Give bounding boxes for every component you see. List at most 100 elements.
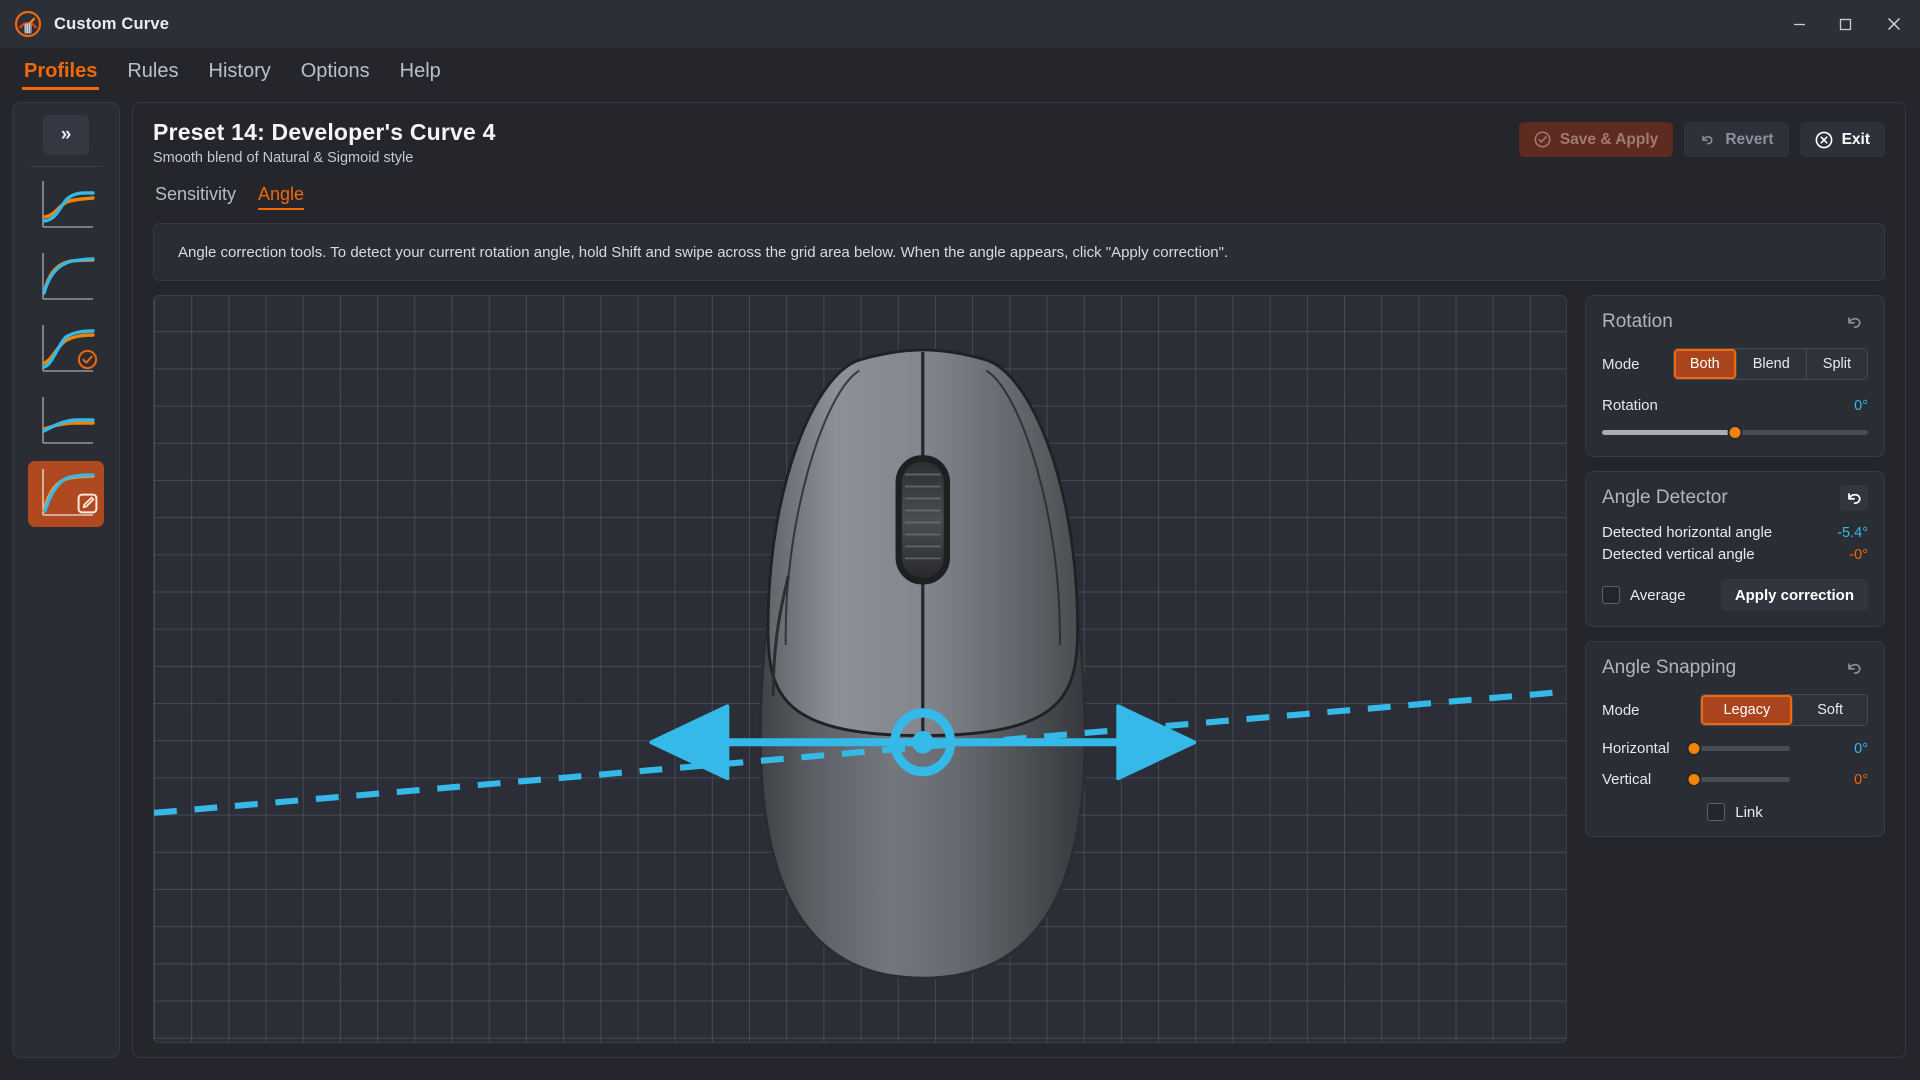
snapping-vertical-track (1690, 777, 1790, 782)
close-circle-icon (1815, 131, 1832, 148)
average-checkbox[interactable] (1602, 586, 1620, 604)
check-circle-icon (1534, 131, 1551, 148)
snapping-reset-icon[interactable] (1840, 655, 1868, 681)
tab-angle[interactable]: Angle (258, 184, 305, 210)
menu-item-rules[interactable]: Rules (127, 60, 179, 82)
rotation-mode-both[interactable]: Both (1673, 349, 1737, 379)
average-row: Average Apply correction (1602, 579, 1868, 611)
snapping-vertical-label: Vertical (1602, 771, 1652, 788)
menu-item-help[interactable]: Help (399, 60, 441, 82)
rotation-slider-fill (1602, 429, 1735, 435)
revert-button[interactable]: Revert (1684, 122, 1789, 157)
window-title: Custom Curve (54, 14, 170, 33)
info-banner: Angle correction tools. To detect your c… (153, 223, 1885, 281)
section-tabs: Sensitivity Angle (153, 184, 1885, 210)
revert-label: Revert (1725, 130, 1774, 148)
apply-correction-label: Apply correction (1734, 586, 1854, 604)
content-area: Rotation Mode Both (153, 295, 1885, 1043)
undo-arrow-icon (1702, 135, 1713, 145)
snapping-vertical-value: 0° (1854, 771, 1868, 788)
link-row: Link (1602, 803, 1868, 821)
rotation-mode-split[interactable]: Split (1806, 349, 1867, 379)
close-button[interactable] (1868, 0, 1920, 48)
angle-detector-panel: Angle Detector Detected horizontal angle… (1585, 471, 1885, 627)
snapping-horizontal-track (1690, 746, 1790, 751)
rotation-value-row: Rotation 0° (1602, 397, 1868, 414)
rotation-panel: Rotation Mode Both (1585, 295, 1885, 457)
exit-label: Exit (1841, 130, 1870, 148)
center-marker (890, 708, 956, 777)
snapping-panel-title: Angle Snapping (1602, 657, 1737, 678)
rotation-value: 0° (1854, 397, 1868, 414)
curve-sidebar: » (12, 102, 120, 1058)
rotation-reset-icon[interactable] (1840, 309, 1868, 335)
sidebar-expand-icon[interactable]: » (43, 115, 89, 155)
mouse-and-angle-overlay (154, 348, 1566, 980)
detected-horizontal-row: Detected horizontal angle -5.4° (1602, 524, 1868, 541)
angle-grid-stage[interactable] (153, 295, 1567, 1043)
snapping-mode-label: Mode (1602, 701, 1640, 719)
curve-thumb-3[interactable] (28, 317, 104, 383)
minimize-button[interactable] (1776, 0, 1822, 48)
detector-reset-icon[interactable] (1840, 485, 1868, 511)
snapping-horizontal-row: Horizontal 0° (1602, 740, 1868, 757)
page-title: Preset 14: Developer's Curve 4 (153, 119, 496, 145)
exit-button[interactable]: Exit (1799, 122, 1885, 157)
snapping-mode-legacy[interactable]: Legacy (1701, 695, 1794, 725)
snapping-horizontal-value: 0° (1854, 740, 1868, 757)
rotation-mode-row: Mode Both Blend Split (1602, 348, 1868, 380)
check-badge-icon (77, 349, 98, 370)
link-checkbox[interactable] (1707, 803, 1726, 821)
title-bar: Custom Curve (0, 0, 1920, 48)
snapping-horizontal-knob[interactable] (1686, 740, 1702, 756)
detected-vertical-value: -0° (1849, 547, 1868, 563)
rotation-mode-segmented: Both Blend Split (1672, 348, 1868, 380)
preset-header: Preset 14: Developer's Curve 4 Smooth bl… (153, 119, 1885, 166)
snapping-mode-soft[interactable]: Soft (1793, 695, 1867, 725)
curve-thumb-2[interactable] (28, 245, 104, 311)
snapping-horizontal-slider[interactable] (1686, 740, 1790, 757)
header-actions: Save & Apply Revert (1518, 119, 1885, 157)
mouse-illustration (759, 348, 1087, 980)
window-controls (1776, 0, 1920, 48)
menu-item-history[interactable]: History (208, 60, 271, 82)
menu-item-profiles[interactable]: Profiles (22, 58, 100, 90)
snapping-mode-segmented: Legacy Soft (1700, 694, 1868, 726)
maximize-button[interactable] (1822, 0, 1868, 48)
snapping-vertical-row: Vertical 0° (1602, 771, 1868, 788)
detected-vertical-label: Detected vertical angle (1602, 546, 1755, 563)
save-apply-label: Save & Apply (1559, 130, 1659, 148)
snapping-vertical-knob[interactable] (1686, 771, 1702, 787)
curve-thumb-1[interactable] (28, 173, 104, 239)
rotation-panel-title: Rotation (1602, 311, 1673, 332)
rotation-mode-blend[interactable]: Blend (1736, 349, 1807, 379)
detected-vertical-row: Detected vertical angle -0° (1602, 546, 1868, 563)
link-label: Link (1735, 803, 1763, 821)
save-apply-button[interactable]: Save & Apply (1518, 122, 1674, 157)
snapping-mode-row: Mode Legacy Soft (1602, 694, 1868, 726)
rotation-slider[interactable] (1602, 423, 1868, 441)
detected-horizontal-value: -5.4° (1837, 525, 1868, 541)
main-panel: Preset 14: Developer's Curve 4 Smooth bl… (132, 102, 1906, 1058)
angle-snapping-panel: Angle Snapping Mode Legacy (1585, 641, 1885, 837)
rotation-value-label: Rotation (1602, 397, 1658, 414)
menu-item-options[interactable]: Options (300, 60, 370, 82)
settings-column: Rotation Mode Both (1585, 295, 1885, 1043)
detector-panel-header: Angle Detector (1602, 485, 1868, 511)
curve-thumb-5[interactable] (28, 461, 104, 527)
detected-horizontal-label: Detected horizontal angle (1602, 524, 1773, 541)
snapping-panel-header: Angle Snapping (1602, 655, 1868, 681)
info-banner-text: Angle correction tools. To detect your c… (178, 243, 1229, 261)
snapping-vertical-slider[interactable] (1686, 771, 1790, 788)
rotation-slider-knob[interactable] (1727, 424, 1743, 440)
curve-thumb-4[interactable] (28, 389, 104, 455)
tab-sensitivity[interactable]: Sensitivity (155, 184, 237, 204)
edit-badge-icon (77, 493, 98, 514)
gauge-icon (14, 10, 42, 38)
body-container: » (0, 98, 1920, 1080)
detected-angle-line (154, 688, 1566, 816)
page-subtitle: Smooth blend of Natural & Sigmoid style (153, 150, 414, 166)
sidebar-divider (30, 166, 102, 167)
apply-correction-button[interactable]: Apply correction (1720, 579, 1868, 611)
